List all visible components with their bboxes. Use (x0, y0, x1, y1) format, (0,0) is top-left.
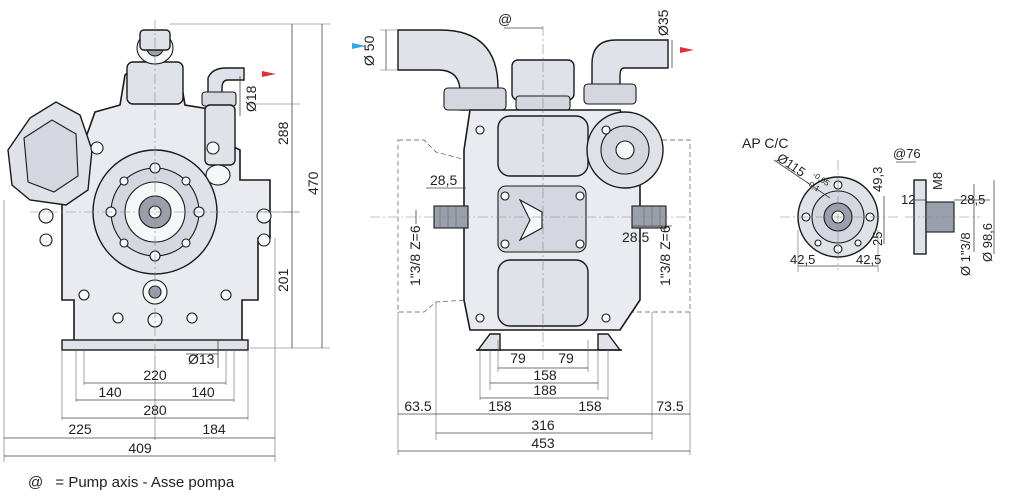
dim-409: 409 (128, 440, 152, 456)
dim-470: 470 (305, 171, 321, 195)
dim-140-right: 140 (191, 384, 215, 400)
dim-63-5: 63.5 (404, 398, 431, 414)
dim-188: 188 (533, 382, 557, 398)
foot-left (476, 333, 501, 351)
side-view (370, 26, 691, 360)
dim-hole-13: Ø13 (188, 351, 215, 367)
dim-158-right: 158 (578, 398, 602, 414)
body-lobes (38, 141, 272, 328)
left-valve-cap (23, 119, 79, 193)
front-dimensions (3, 23, 330, 462)
legend-text: = Pump axis - Asse pompa (55, 474, 235, 491)
dim-28-5-right: 28.5 (622, 229, 649, 245)
flange-dim-texts: AP C/C Ø115 -0,05 -0,1 @76 M8 49,3 12 28… (742, 135, 995, 276)
side-dimensions (380, 27, 691, 455)
dim-dia-18: Ø18 (243, 85, 259, 112)
inlet-arrow (352, 43, 366, 49)
outlet-nut (201, 91, 237, 107)
right-valve-center (615, 140, 635, 160)
thread-left: 1"3/8 Z=6 (407, 225, 423, 286)
right-valve-stack (204, 104, 236, 166)
flange-dimensions (773, 159, 995, 272)
legend-symbol: @ (28, 474, 44, 491)
dim-225: 225 (68, 421, 92, 437)
dim-42-5-right: 42,5 (856, 252, 881, 267)
flange-view (780, 160, 980, 270)
dim-42-5-left: 42,5 (790, 252, 815, 267)
dim-280: 280 (143, 402, 167, 418)
outlet-nut-side (583, 83, 637, 105)
dim-dia-50: Ø 50 (361, 35, 377, 66)
legend: @ = Pump axis - Asse pompa (28, 474, 234, 491)
dim-79-right: 79 (558, 350, 574, 366)
front-dim-texts: 220 140 140 280 225 184 409 Ø13 470 288 … (68, 85, 321, 456)
dim-220: 220 (143, 367, 167, 383)
side-dim-texts: @ Ø 50 Ø35 28,5 28.5 1"3/8 Z=6 1"3/8 Z=6… (361, 9, 684, 451)
thread-right: 1"3/8 Z=6 (657, 225, 673, 286)
inlet-nut (443, 87, 507, 111)
dim-25: 25 (870, 232, 885, 246)
dim-73-5: 73.5 (656, 398, 683, 414)
foot-right (597, 333, 622, 351)
dim-140-left: 140 (98, 384, 122, 400)
dim-49-3: 49,3 (870, 167, 885, 192)
dim-184: 184 (202, 421, 226, 437)
outlet-arrow-side (680, 47, 694, 53)
dim-dia-35: Ø35 (655, 9, 671, 36)
dim-28-5-flange: 28,5 (960, 192, 985, 207)
dim-453: 453 (531, 435, 555, 451)
dim-dia-98-6: Ø 98,6 (980, 223, 995, 262)
dim-28-5-left: 28,5 (430, 172, 457, 188)
flange-bolts (105, 162, 205, 262)
flange-title: AP C/C (742, 135, 788, 151)
outlet-elbow-side (591, 39, 669, 93)
dim-dia-76: @76 (893, 146, 921, 161)
dim-12: 12 (901, 192, 915, 207)
front-view (7, 20, 300, 355)
side-bolts (475, 125, 611, 323)
dim-316: 316 (531, 417, 555, 433)
dim-79-left: 79 (510, 350, 526, 366)
right-lower-port (205, 164, 231, 186)
dim-158: 158 (533, 367, 557, 383)
center-vane (518, 198, 543, 242)
dim-201: 201 (275, 268, 291, 292)
axis-marker: @ (498, 11, 512, 27)
dim-dia-115: Ø115 (774, 150, 808, 180)
thread-1-3-8: Ø 1"3/8 (958, 232, 973, 276)
thread-m8: M8 (930, 172, 945, 190)
outlet-arrow (262, 71, 276, 77)
dim-288: 288 (275, 121, 291, 145)
dim-158-left: 158 (488, 398, 512, 414)
